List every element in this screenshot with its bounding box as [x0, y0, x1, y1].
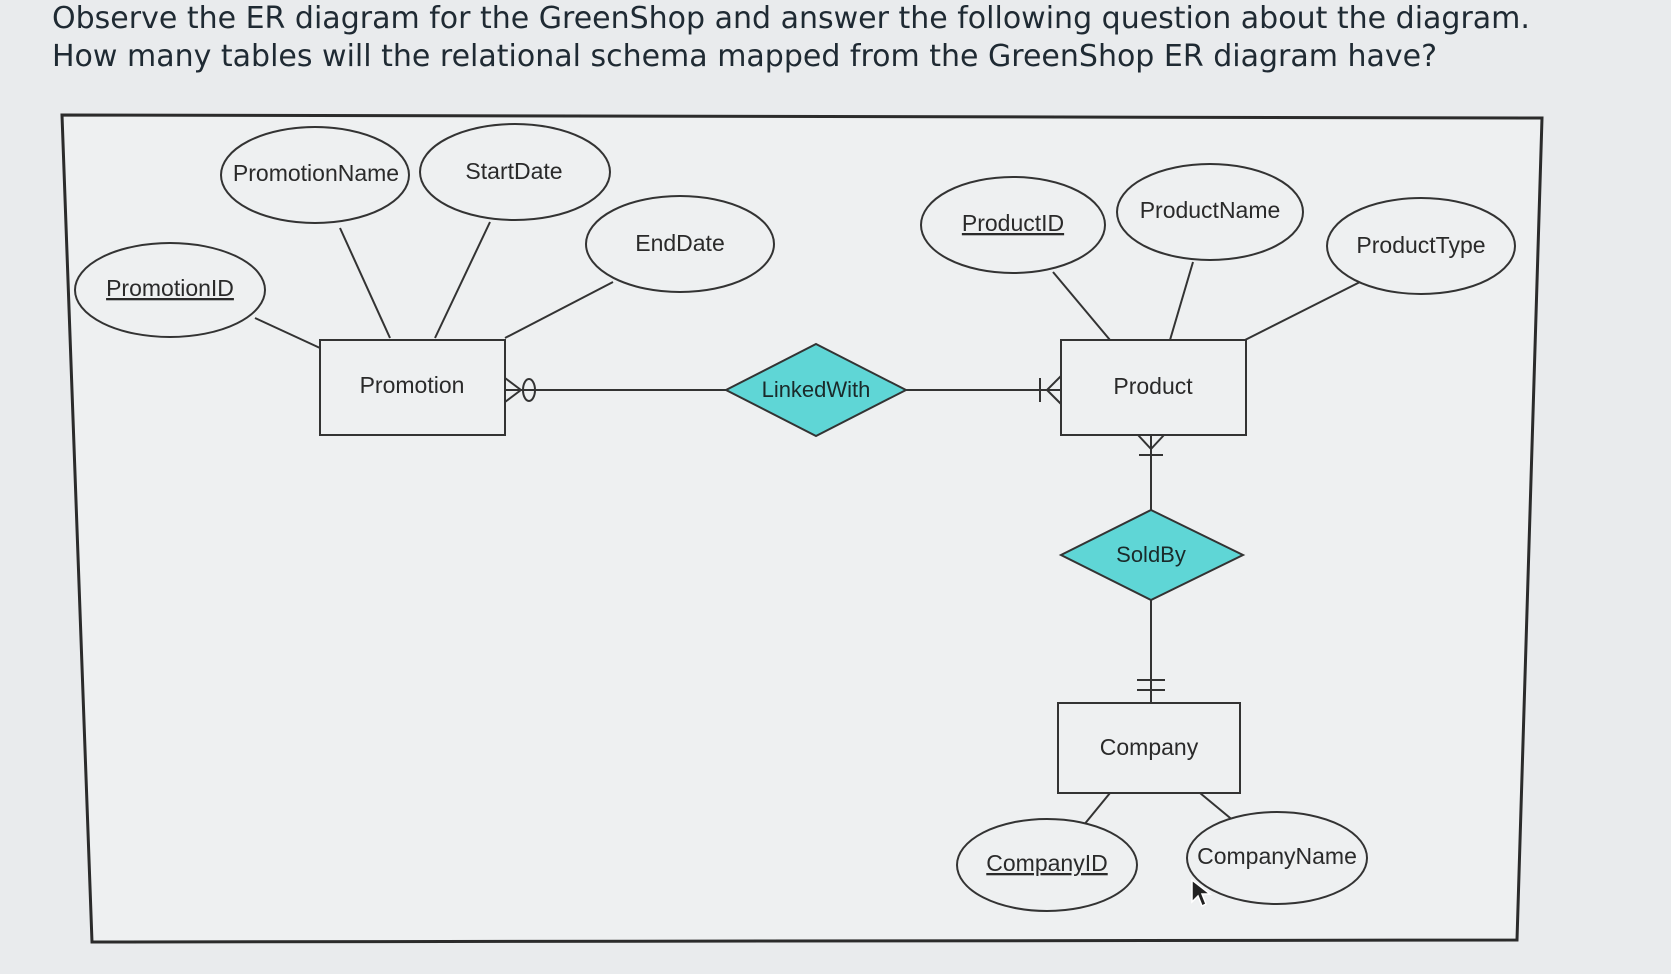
relationship-connectors: [505, 389, 1152, 703]
attr-producttype-shape: [1326, 197, 1516, 295]
relationship-labels: LinkedWith SoldBy: [762, 377, 1186, 567]
productid-connector: [1052, 271, 1111, 341]
attribute-labels: PromotionID PromotionName StartDate EndD…: [106, 158, 1485, 876]
attr-companyname-label: CompanyName: [1197, 843, 1357, 869]
attr-promotionname-shape: [220, 126, 410, 224]
attr-companyid-shape: [956, 818, 1138, 912]
attr-startdate-label: StartDate: [465, 158, 562, 184]
attr-enddate-shape: [585, 195, 775, 293]
rel-soldby-shape: [1058, 508, 1246, 602]
entity-promotion-label: Promotion: [360, 372, 465, 398]
attr-productid-label: ProductID: [962, 210, 1064, 236]
companyid-connector: [1082, 792, 1111, 827]
rel-soldby-label: SoldBy: [1116, 542, 1186, 567]
attr-producttype-label: ProductType: [1356, 232, 1485, 258]
question-line-1: Observe the ER diagram for the GreenShop…: [52, 1, 1530, 36]
rel-linkedwith-label: LinkedWith: [762, 377, 871, 402]
enddate-connector: [504, 281, 614, 339]
attr-promotionid-label: PromotionID: [106, 275, 234, 301]
product-one-or-many-mark: [1039, 375, 1062, 405]
question-text: Observe the ER diagram for the GreenShop…: [52, 0, 1612, 76]
company-one-only-mark: [1137, 679, 1165, 691]
productname-connector: [1169, 261, 1194, 341]
producttype-connector: [1244, 281, 1361, 341]
attr-startdate-shape: [419, 123, 611, 221]
product-soldby-many-mark: [1137, 434, 1165, 456]
attribute-shapes: [74, 123, 1516, 912]
attr-companyname-shape: [1186, 811, 1368, 905]
relationship-shapes: [723, 342, 1246, 602]
attr-promotionname-label: PromotionName: [233, 160, 399, 186]
entity-labels: Promotion Product Company: [360, 372, 1199, 760]
attribute-connectors: [254, 221, 1361, 827]
cardinality-marks: [504, 375, 1165, 691]
entity-promotion-shape: [319, 339, 506, 436]
attr-productid-shape: [920, 176, 1106, 274]
attr-productname-shape: [1116, 163, 1304, 261]
entity-product-label: Product: [1113, 373, 1193, 399]
mouse-cursor-icon: [1191, 878, 1212, 908]
promotion-zero-or-many-mark: [504, 377, 536, 403]
promotionid-connector: [254, 317, 321, 349]
attr-enddate-label: EndDate: [635, 230, 725, 256]
attr-promotionid-shape: [74, 242, 266, 338]
promotionname-connector: [339, 227, 391, 339]
entity-product-shape: [1060, 339, 1247, 436]
entity-shapes: [319, 339, 1247, 794]
rel-linkedwith-shape: [723, 342, 909, 438]
question-line-2: How many tables will the relational sche…: [52, 39, 1438, 74]
companyname-connector: [1199, 792, 1236, 823]
attr-companyid-label: CompanyID: [986, 850, 1107, 876]
startdate-connector: [434, 221, 491, 339]
entity-company-shape: [1057, 702, 1241, 794]
entity-company-label: Company: [1100, 734, 1199, 760]
attr-productname-label: ProductName: [1140, 197, 1281, 223]
